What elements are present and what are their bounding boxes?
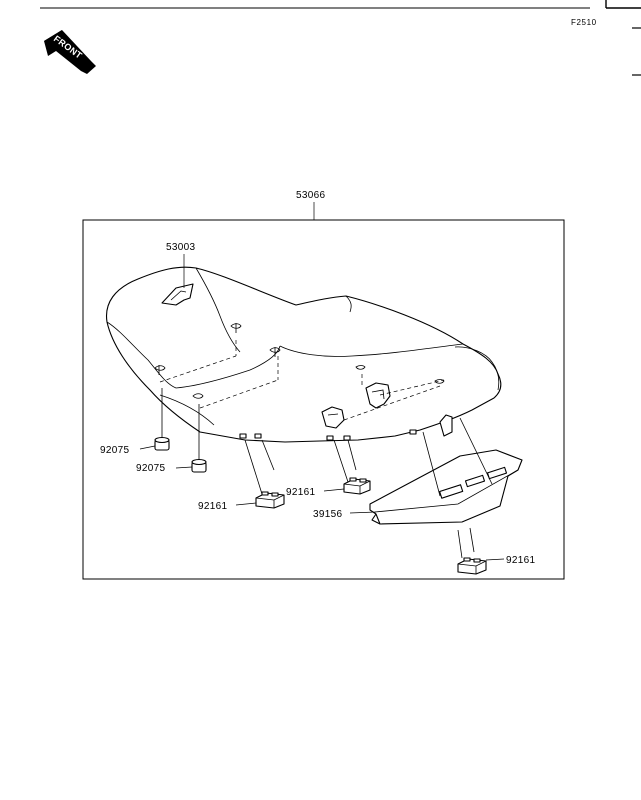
dashed-guide [159,355,237,383]
stopper-left [255,491,285,509]
label-stopper-left: 92161 [198,501,227,512]
stopper-right [457,557,487,575]
pad-guide [459,417,493,485]
damper-upper [154,436,170,451]
stopper-guide [244,439,263,495]
leader-damper-lower [175,466,193,469]
label-stopper-middle: 92161 [286,487,315,498]
stopper-guide [261,439,275,471]
pad-guide [422,431,441,497]
leader-stopper-right [485,558,505,561]
leader-pad [349,511,377,514]
leader-damper-upper [139,445,156,450]
stopper-guide [347,439,357,471]
figure-id: F2510 [571,18,597,27]
leader-stopper-left [235,502,257,506]
dashed-guide [343,385,441,421]
stopper-guide [333,439,349,483]
bottom-tabs [239,429,417,441]
front-arrow-icon: FRONT [44,30,96,74]
label-seat-assy: 53066 [296,190,325,201]
label-damper-lower: 92075 [136,463,165,474]
label-damper-upper: 92075 [100,445,129,456]
dashed-guide [379,379,445,396]
assembly-frame [82,219,565,580]
seat [105,266,502,443]
stopper-guide [457,529,463,559]
damper-lower [191,458,207,473]
stopper-guide [469,527,475,553]
seat-latch-bracket [321,382,453,437]
mounting-hole-marks [154,323,445,399]
label-pad: 39156 [313,509,342,520]
pad [369,449,523,525]
stopper-middle [343,477,371,495]
label-stopper-right: 92161 [506,555,535,566]
label-seat-cover: 53003 [166,242,195,253]
leader-stopper-middle [323,488,345,492]
